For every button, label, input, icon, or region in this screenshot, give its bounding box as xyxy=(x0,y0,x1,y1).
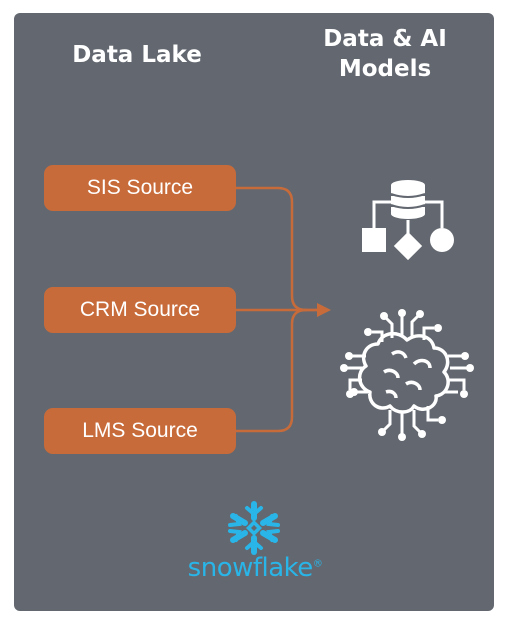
lms-source-box: LMS Source xyxy=(44,408,236,454)
data-ai-models-heading-line2: Models xyxy=(338,56,432,82)
crm-source-label: CRM Source xyxy=(79,298,201,321)
crm-source-box: CRM Source xyxy=(44,287,236,333)
data-lake-heading: Data Lake xyxy=(52,40,222,70)
data-flow-icon xyxy=(362,180,454,261)
lms-source-label: LMS Source xyxy=(82,419,198,442)
snowflake-wordmark-text: snowflake xyxy=(187,553,314,583)
snowflake-logo-icon xyxy=(228,501,280,555)
snowflake-wordmark: snowflake® xyxy=(150,553,360,583)
data-lake-heading-text: Data Lake xyxy=(72,42,202,68)
registered-mark: ® xyxy=(312,558,323,570)
sis-source-label: SIS Source xyxy=(86,176,194,199)
data-ai-models-heading-line1: Data & AI xyxy=(323,26,447,52)
data-ai-models-heading: Data & AI Models xyxy=(310,24,460,84)
ai-brain-icon xyxy=(340,309,474,441)
sis-source-box: SIS Source xyxy=(44,165,236,211)
